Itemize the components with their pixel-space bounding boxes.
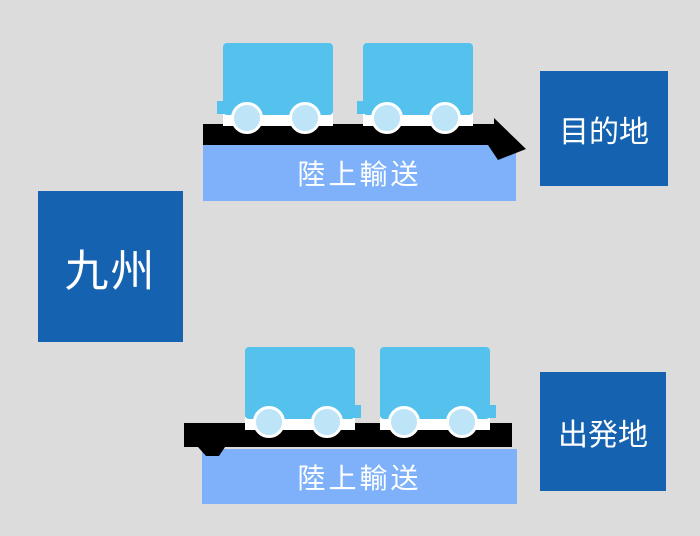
truck-icon <box>374 347 496 443</box>
truck-bumper <box>354 405 361 418</box>
truck-bumper <box>217 101 224 114</box>
truck-bumper <box>489 405 496 418</box>
truck-wheel <box>231 102 263 134</box>
destination-label: 目的地 <box>559 115 649 149</box>
bottom-route-label: 陸上輸送 <box>297 462 422 494</box>
bottom-route-label-box: 陸上輸送 <box>202 449 517 504</box>
origin-box: 出発地 <box>540 372 666 491</box>
truck-wheel <box>371 102 403 134</box>
truck-wheel <box>311 406 343 438</box>
region-box-kyushu: 九州 <box>38 191 183 342</box>
destination-box: 目的地 <box>540 71 668 186</box>
truck-wheel <box>388 406 420 438</box>
origin-label: 出発地 <box>558 418 648 452</box>
top-route-label: 陸上輸送 <box>297 159 422 190</box>
truck-wheel <box>429 102 461 134</box>
region-label: 九州 <box>64 246 157 296</box>
truck-bumper <box>357 101 364 114</box>
truck-wheel <box>446 406 478 438</box>
truck-icon <box>217 43 339 139</box>
truck-icon <box>357 43 479 139</box>
truck-wheel <box>289 102 321 134</box>
truck-icon <box>239 347 361 443</box>
top-route-label-box: 陸上輸送 <box>203 145 516 201</box>
truck-wheel <box>253 406 285 438</box>
